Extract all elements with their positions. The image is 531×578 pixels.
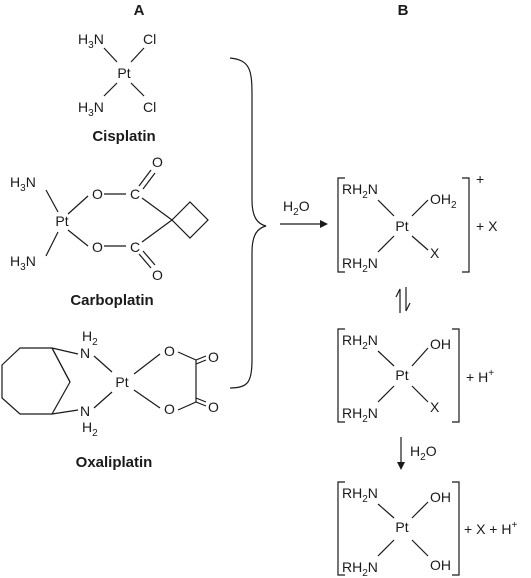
svg-text:O: O: [152, 154, 163, 170]
svg-text:Pt: Pt: [395, 519, 408, 535]
svg-text:H2: H2: [82, 328, 98, 348]
svg-text:O: O: [164, 343, 175, 359]
svg-text:OH: OH: [430, 336, 451, 352]
svg-text:Pt: Pt: [395, 218, 408, 234]
svg-text:O: O: [208, 399, 219, 415]
svg-text:RH2N: RH2N: [342, 405, 378, 425]
product1-extra: + X: [476, 218, 498, 234]
svg-text:Pt: Pt: [395, 367, 408, 383]
svg-text:RH2N: RH2N: [342, 559, 378, 578]
cisplatin-name: Cisplatin: [92, 128, 155, 145]
product1-charge: +: [476, 171, 484, 187]
hydroxo-complex: RH2N RH2N OH Pt X: [337, 328, 460, 425]
dihydroxo-complex: RH2N RH2N OH Pt OH: [337, 481, 460, 578]
panel-a-label: A: [134, 2, 145, 19]
svg-text:OH: OH: [430, 557, 451, 573]
aqua-complex: RH2N RH2N OH2 Pt X: [337, 177, 470, 275]
svg-text:O: O: [92, 239, 103, 255]
cisplatin-structure: H3N Cl Pt H3N Cl: [78, 31, 156, 119]
svg-text:H3N: H3N: [10, 174, 36, 194]
svg-text:Pt: Pt: [55, 213, 68, 229]
svg-text:Cl: Cl: [143, 31, 156, 47]
svg-text:O: O: [92, 186, 103, 202]
svg-text:N: N: [80, 345, 90, 361]
svg-text:H2: H2: [82, 419, 98, 439]
product3-extra: + X + H+: [464, 520, 517, 537]
step1-reagent: H2O: [283, 198, 310, 218]
svg-text:H3N: H3N: [78, 99, 104, 119]
svg-text:X: X: [430, 245, 440, 261]
svg-text:Pt: Pt: [115, 374, 128, 390]
equilibrium-arrows: [395, 287, 411, 313]
carboplatin-structure: H3N H3N Pt O O C C O O: [10, 154, 209, 283]
svg-text:Pt: Pt: [117, 65, 130, 81]
grouping-brace: [229, 57, 267, 389]
svg-text:N: N: [80, 403, 90, 419]
panel-b-label: B: [398, 2, 409, 19]
carboplatin-name: Carboplatin: [70, 292, 153, 309]
product2-extra: + H+: [466, 368, 494, 385]
svg-text:H3N: H3N: [78, 31, 104, 51]
svg-text:O: O: [164, 401, 175, 417]
oxaliplatin-structure: H2 N H2 N Pt O O O O: [1, 328, 219, 439]
oxaliplatin-name: Oxaliplatin: [76, 454, 153, 471]
step3-reagent: H2O: [410, 443, 437, 463]
svg-text:O: O: [152, 267, 163, 283]
svg-text:C: C: [130, 239, 140, 255]
svg-text:RH2N: RH2N: [342, 181, 378, 201]
svg-text:RH2N: RH2N: [342, 332, 378, 352]
svg-text:O: O: [208, 349, 219, 365]
svg-text:RH2N: RH2N: [342, 485, 378, 505]
svg-text:OH: OH: [430, 489, 451, 505]
svg-text:H3N: H3N: [10, 253, 36, 273]
svg-text:OH2: OH2: [430, 191, 457, 211]
svg-text:X: X: [430, 399, 440, 415]
svg-text:C: C: [130, 186, 140, 202]
svg-text:Cl: Cl: [143, 99, 156, 115]
svg-text:RH2N: RH2N: [342, 255, 378, 275]
